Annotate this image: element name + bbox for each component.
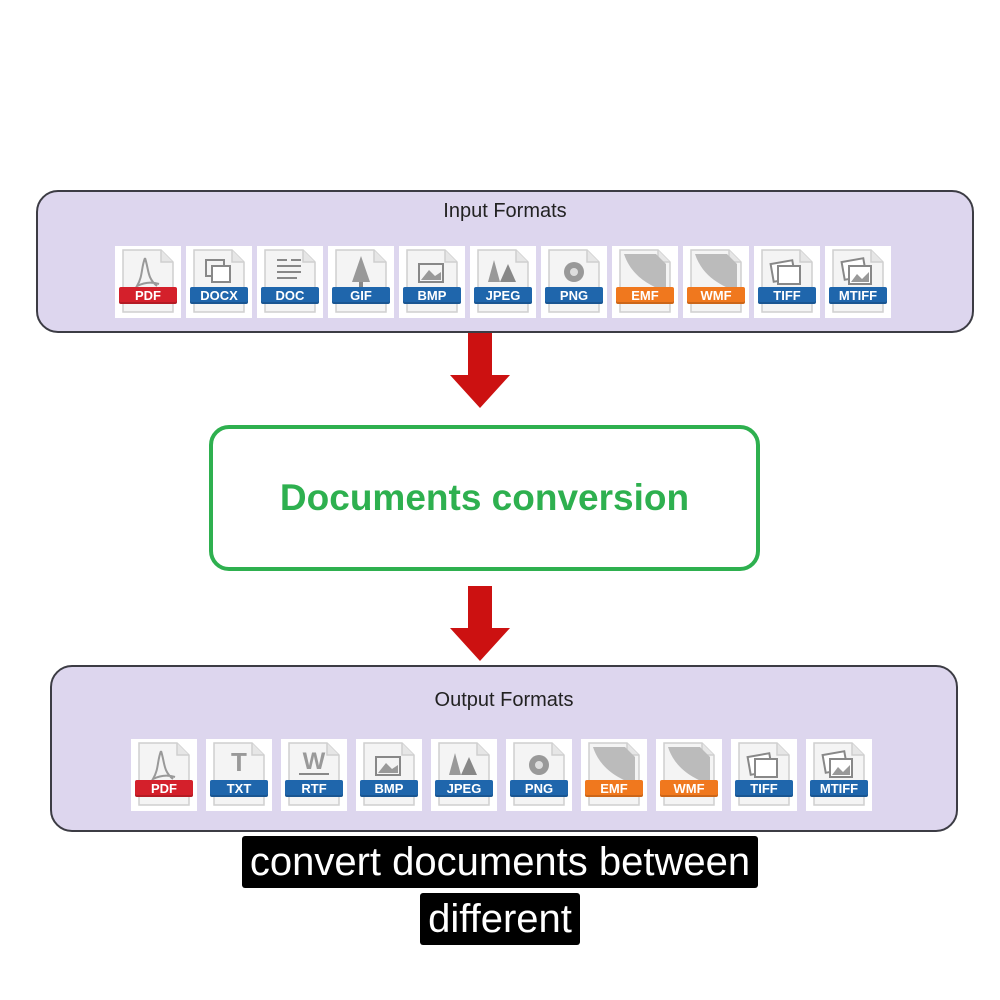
format-badge: TXT [210, 780, 268, 797]
file-format-png: PNG [541, 246, 607, 318]
down-arrow-icon [450, 586, 510, 661]
input-formats-panel: Input Formats PDF DOCX DOC GIF BMP JPEG PNG EMF… [36, 190, 974, 333]
file-format-pdf: PDF [115, 246, 181, 318]
format-badge: RTF [285, 780, 343, 797]
file-format-emf: EMF [581, 739, 647, 811]
conversion-process-label: Documents conversion [279, 477, 690, 518]
wmf-icon [663, 742, 715, 806]
format-badge: TIFF [735, 780, 793, 797]
doc-icon [264, 249, 316, 313]
file-format-txt: T TXT [206, 739, 272, 811]
svg-text:T: T [231, 747, 247, 777]
svg-text:W: W [303, 748, 326, 775]
pdf-icon [138, 742, 190, 806]
output-formats-title: Output Formats [434, 689, 574, 711]
subtitle-text: different [420, 893, 580, 945]
file-format-mtiff: MTIFF [806, 739, 872, 811]
file-format-doc: DOC [257, 246, 323, 318]
tiff-icon [738, 742, 790, 806]
format-badge: PDF [135, 780, 193, 797]
format-badge: DOC [261, 287, 319, 304]
file-format-mtiff: MTIFF [825, 246, 891, 318]
subtitle-text: convert documents between [241, 836, 759, 888]
jpeg-icon [477, 249, 529, 313]
gif-icon [335, 249, 387, 313]
format-badge: PDF [119, 287, 177, 304]
format-badge: TIFF [758, 287, 816, 304]
format-badge: JPEG [474, 287, 532, 304]
file-format-tiff: TIFF [731, 739, 797, 811]
down-arrow-icon [450, 333, 510, 408]
file-format-jpeg: JPEG [470, 246, 536, 318]
file-format-jpeg: JPEG [431, 739, 497, 811]
output-formats-panel: Output Formats PDF T TXT W RTF BMP JPEG PNG EMF W… [50, 665, 958, 832]
pdf-icon [122, 249, 174, 313]
file-format-bmp: BMP [356, 739, 422, 811]
format-badge: BMP [360, 780, 418, 797]
format-badge: MTIFF [810, 780, 868, 797]
file-format-wmf: WMF [683, 246, 749, 318]
format-badge: JPEG [435, 780, 493, 797]
format-badge: PNG [545, 287, 603, 304]
format-badge: EMF [585, 780, 643, 797]
input-formats-title: Input Formats [443, 200, 567, 222]
docx-icon [193, 249, 245, 313]
mtiff-icon [813, 742, 865, 806]
format-badge: PNG [510, 780, 568, 797]
mtiff-icon [832, 249, 884, 313]
format-badge: DOCX [190, 287, 248, 304]
tiff-icon [761, 249, 813, 313]
emf-icon [619, 249, 671, 313]
file-format-rtf: W RTF [281, 739, 347, 811]
format-badge: EMF [616, 287, 674, 304]
format-badge: WMF [660, 780, 718, 797]
rtf-icon: W [288, 742, 340, 806]
wmf-icon [690, 249, 742, 313]
bmp-icon [406, 249, 458, 313]
file-format-gif: GIF [328, 246, 394, 318]
subtitle-line-2: different [0, 893, 1000, 945]
emf-icon [588, 742, 640, 806]
format-badge: WMF [687, 287, 745, 304]
file-format-tiff: TIFF [754, 246, 820, 318]
png-icon [513, 742, 565, 806]
file-format-wmf: WMF [656, 739, 722, 811]
png-icon [548, 249, 600, 313]
output-formats-list: PDF T TXT W RTF BMP JPEG PNG EMF WMF TIFF MTIFF [131, 739, 872, 811]
file-format-emf: EMF [612, 246, 678, 318]
subtitle-line-1: convert documents between [0, 836, 1000, 888]
conversion-process-box: Documents conversion [209, 425, 760, 571]
file-format-docx: DOCX [186, 246, 252, 318]
format-badge: MTIFF [829, 287, 887, 304]
format-badge: GIF [332, 287, 390, 304]
input-formats-list: PDF DOCX DOC GIF BMP JPEG PNG EMF WMF TIFF MTIFF [115, 246, 891, 318]
file-format-png: PNG [506, 739, 572, 811]
jpeg-icon [438, 742, 490, 806]
bmp-icon [363, 742, 415, 806]
file-format-bmp: BMP [399, 246, 465, 318]
file-format-pdf: PDF [131, 739, 197, 811]
txt-icon: T [213, 742, 265, 806]
format-badge: BMP [403, 287, 461, 304]
